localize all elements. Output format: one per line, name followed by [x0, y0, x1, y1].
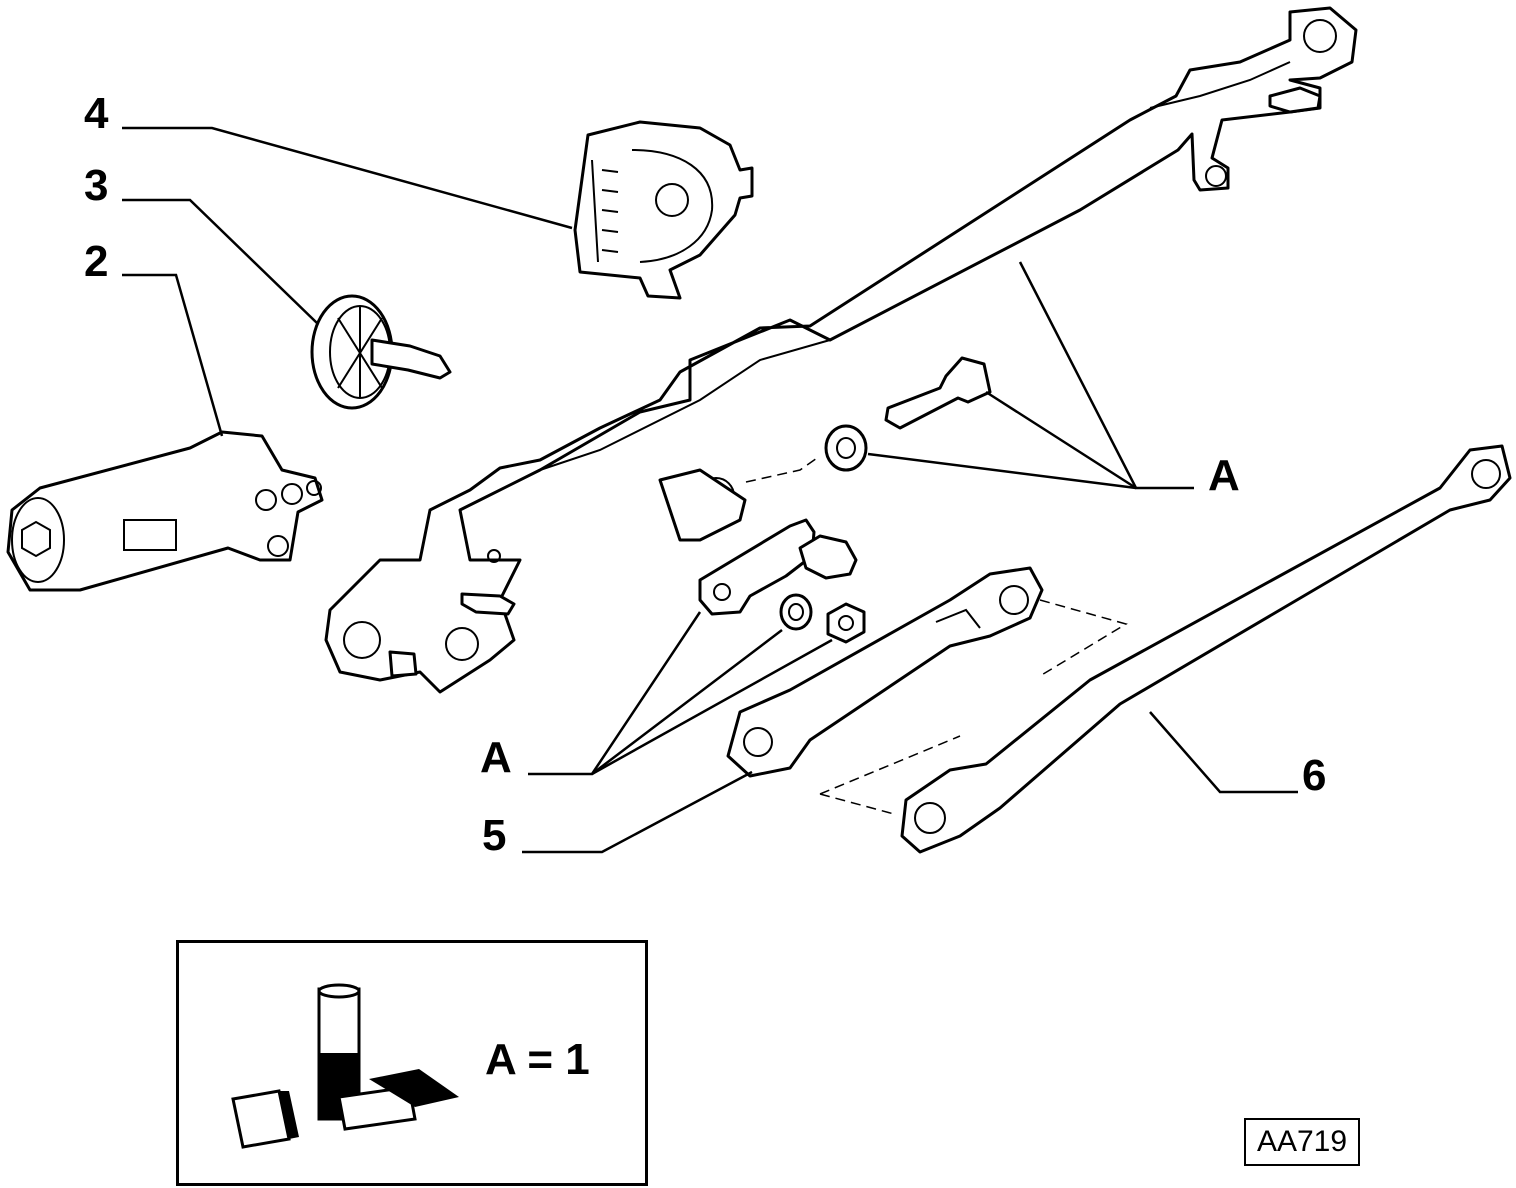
callout-4: 4 [84, 89, 109, 138]
fasteners-a-left [698, 518, 866, 644]
leader-lines [122, 126, 1298, 854]
part-6-long-rod [819, 444, 1512, 854]
callout-a-right: A [1208, 451, 1240, 500]
lubricant-legend: A = 1 [176, 940, 648, 1186]
part-3-gear-wheel [310, 294, 452, 410]
legend-text: A = 1 [485, 1035, 590, 1084]
lubricant-tube-icon [231, 983, 459, 1149]
callout-a-left: A [480, 733, 512, 782]
fasteners-a-right [745, 356, 992, 483]
reference-code: AA719 [1244, 1118, 1360, 1166]
part-4-control-unit [573, 120, 754, 300]
callout-2: 2 [84, 237, 108, 286]
main-linkage-frame [324, 6, 1358, 694]
callout-6: 6 [1302, 751, 1326, 800]
part-5-connecting-rod [726, 566, 1128, 778]
callout-5: 5 [482, 811, 506, 860]
callout-3: 3 [84, 161, 108, 210]
part-2-wiper-motor [6, 430, 324, 592]
